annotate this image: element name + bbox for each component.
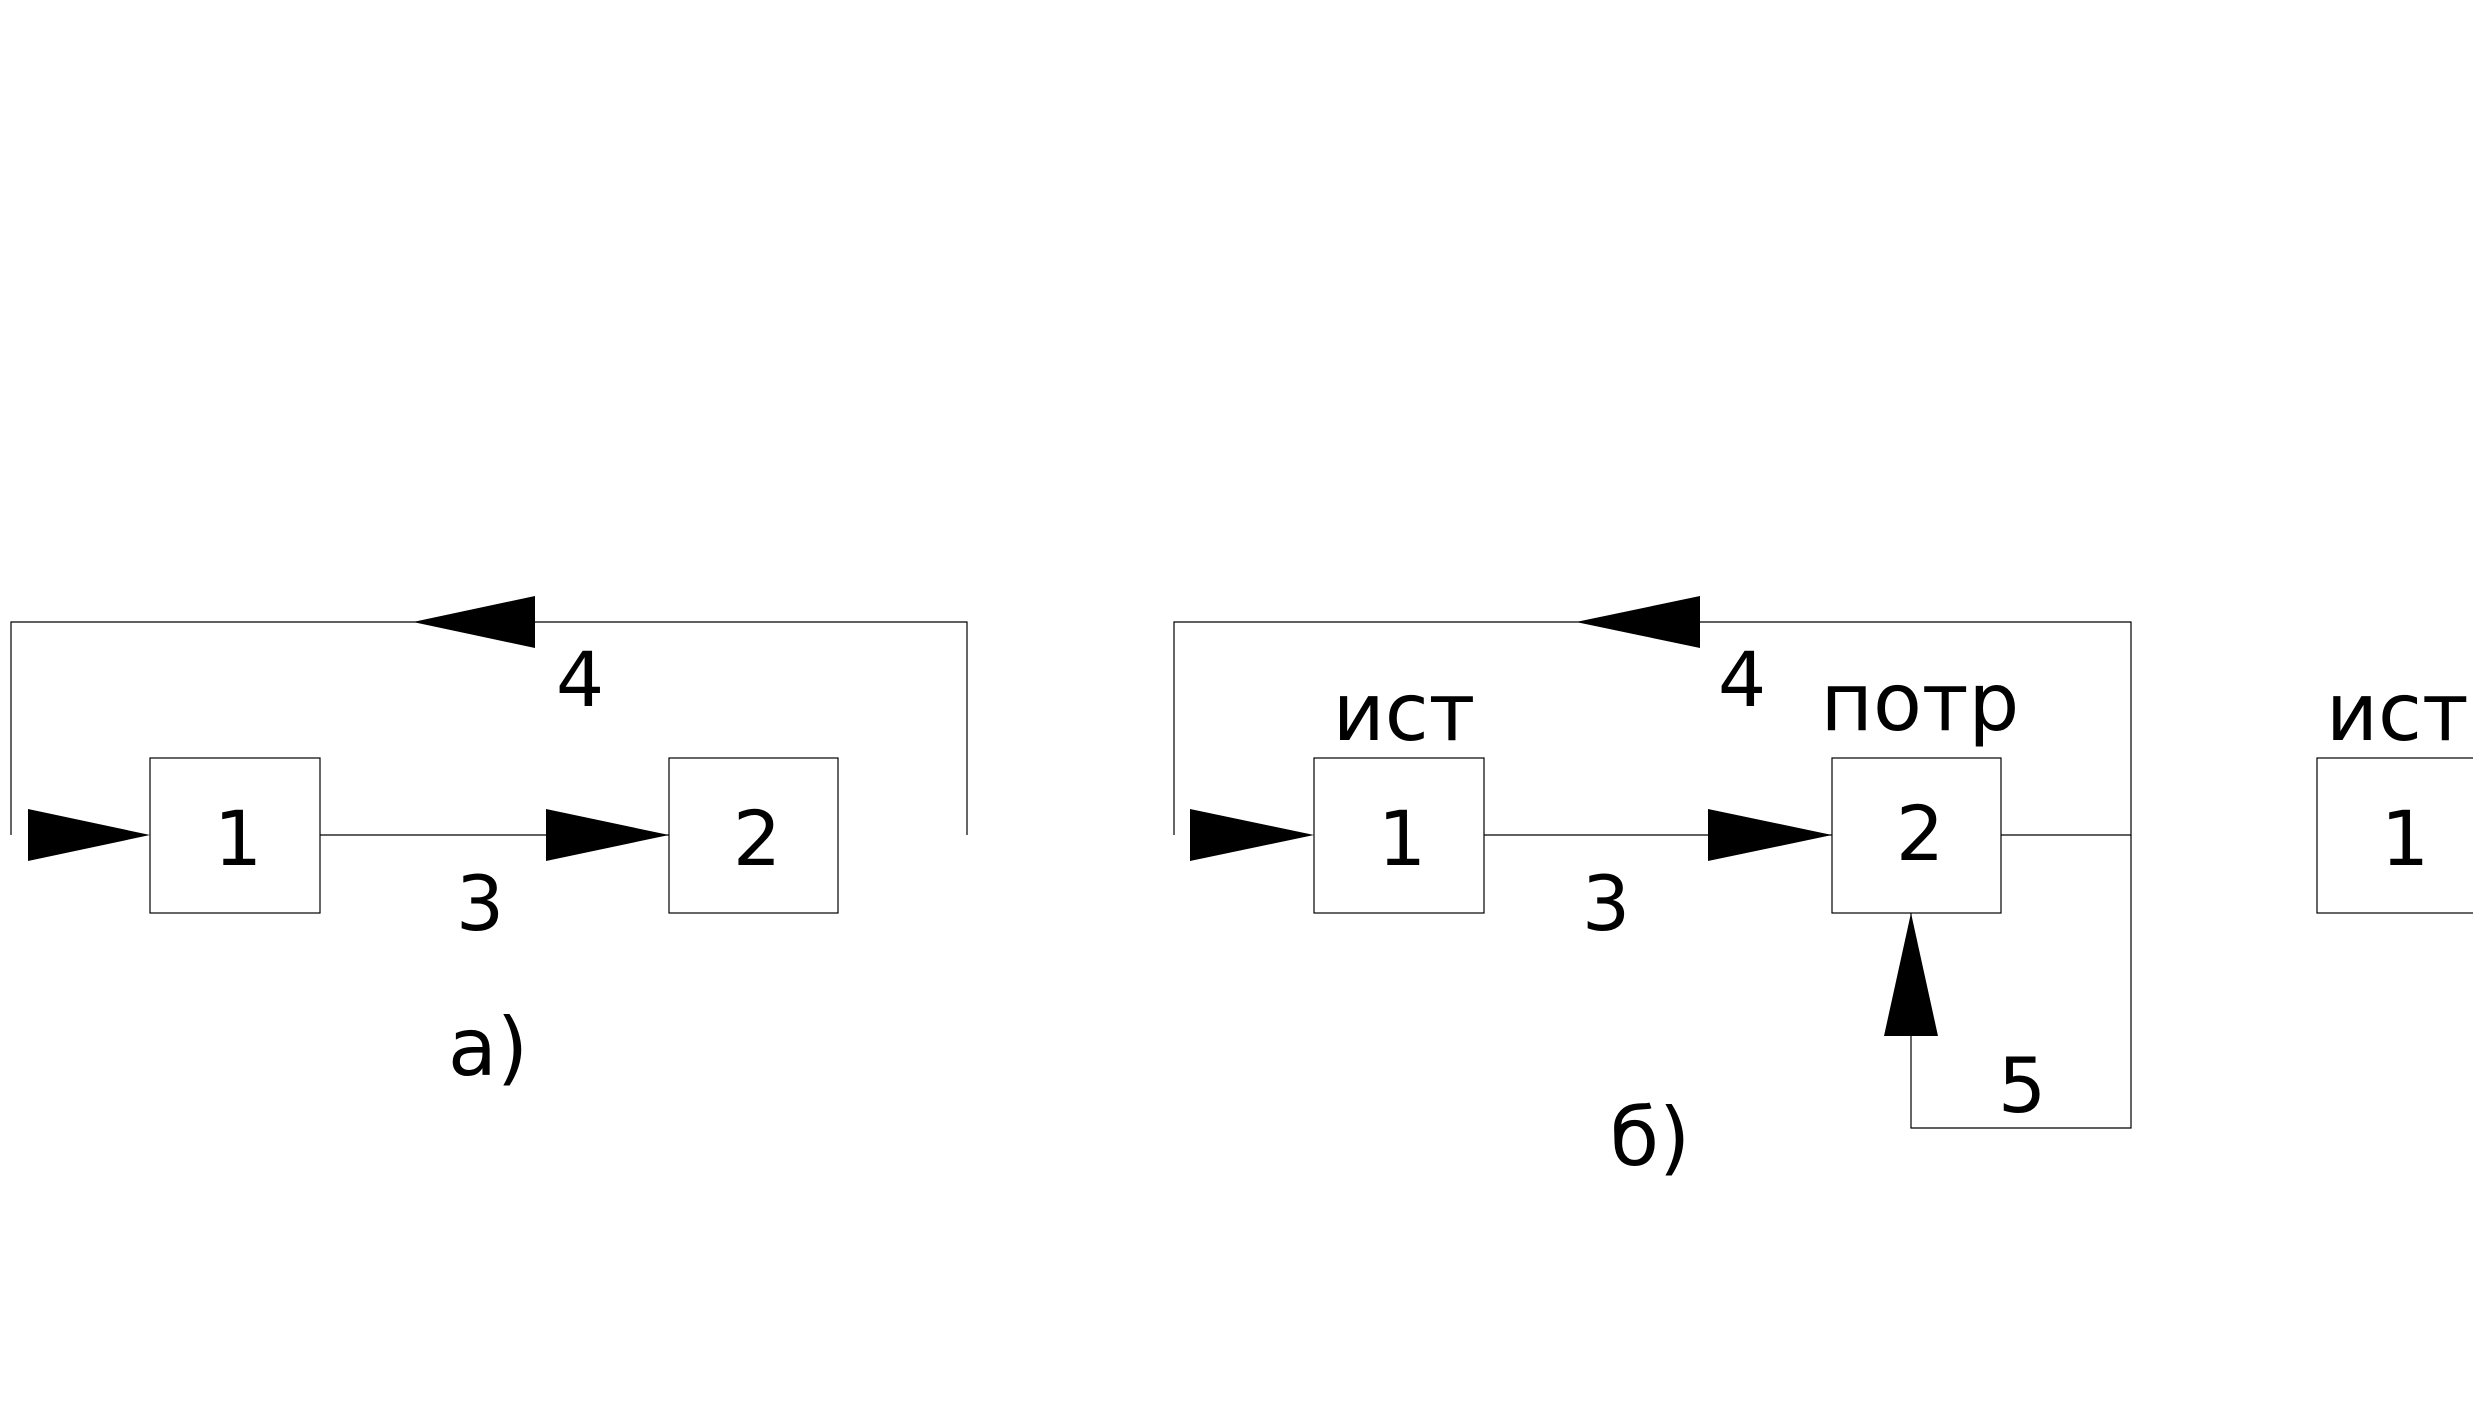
local-arrow-block-2 xyxy=(1884,913,1938,1036)
link-label-3: 3 xyxy=(1582,859,1630,948)
block-1 xyxy=(2316,757,2473,914)
diagram-c-partial: 1 ист xyxy=(2316,666,2473,914)
block-1-number: 1 xyxy=(2381,794,2429,883)
diagram-a: 1 2 3 4 а) xyxy=(10,596,968,1094)
block-1-label: ист xyxy=(1333,666,1476,759)
feedback-arrow xyxy=(413,596,535,648)
input-arrow-block-1 xyxy=(28,809,150,861)
block-2 xyxy=(668,757,839,914)
link-label-3: 3 xyxy=(456,859,504,948)
block-2-label: потр xyxy=(1821,656,2020,749)
feedback-wire-4 xyxy=(1173,621,2132,836)
forward-arrow-block-2 xyxy=(546,809,669,861)
feedback-arrow xyxy=(1576,596,1700,648)
block-1-number: 1 xyxy=(1378,794,1426,883)
link-label-5: 5 xyxy=(1998,1041,2046,1130)
caption-b: б) xyxy=(1610,1091,1691,1184)
caption-a: а) xyxy=(448,1001,528,1094)
block-2-number: 2 xyxy=(733,794,781,883)
block-2 xyxy=(1831,757,2002,914)
block-1-label: ист xyxy=(2326,666,2469,759)
diagram-b: 1 2 ист потр 3 4 5 б) xyxy=(1173,596,2132,1184)
block-1-number: 1 xyxy=(214,794,262,883)
input-arrow-block-1 xyxy=(1190,809,1314,861)
forward-arrow-block-2 xyxy=(1708,809,1832,861)
link-label-4: 4 xyxy=(1718,635,1766,724)
block-1 xyxy=(149,757,321,914)
block-1 xyxy=(1313,757,1485,914)
block-2-number: 2 xyxy=(1896,789,1944,878)
link-label-4: 4 xyxy=(556,635,604,724)
